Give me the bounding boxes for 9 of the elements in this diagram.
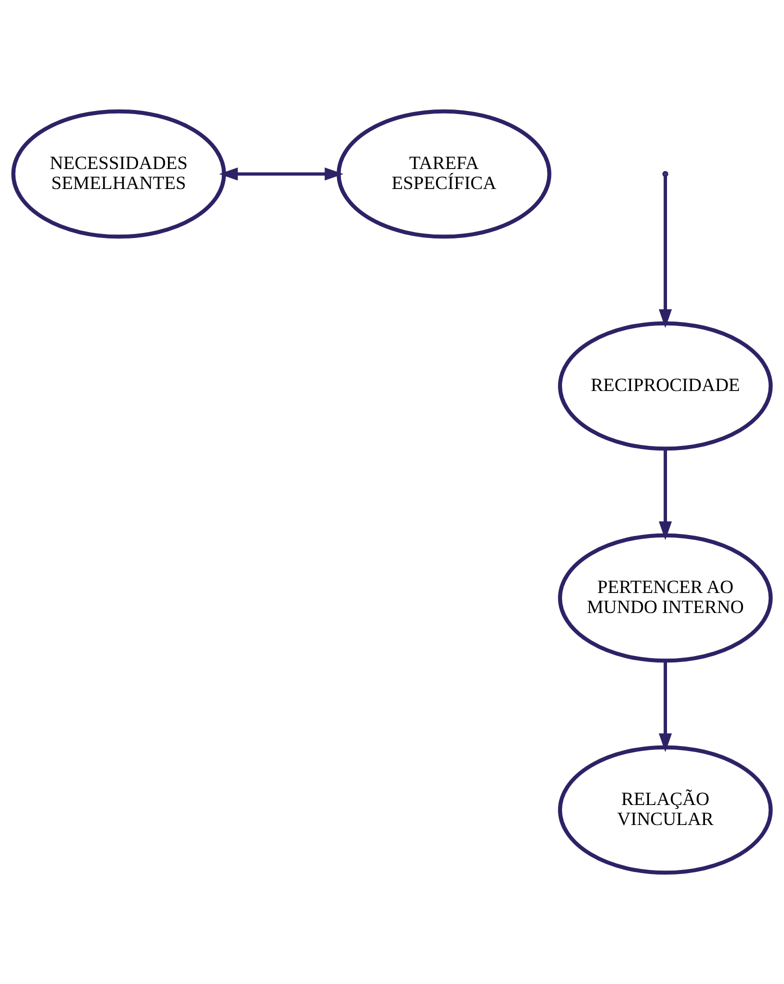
node-ellipse: PERTENCER AO MUNDO INTERNO	[558, 533, 773, 663]
node-ellipse: RECIPROCIDADE	[558, 321, 773, 451]
arrow	[658, 661, 672, 752]
arrow	[658, 175, 672, 328]
node-ellipse: NECESSIDADES SEMELHANTES	[11, 109, 226, 239]
node-ellipse: RELAÇÃO VINCULAR	[558, 745, 773, 875]
arrow	[219, 167, 344, 181]
node-ellipse: TAREFA ESPECÍFICA	[336, 109, 552, 239]
arrow	[658, 449, 672, 540]
